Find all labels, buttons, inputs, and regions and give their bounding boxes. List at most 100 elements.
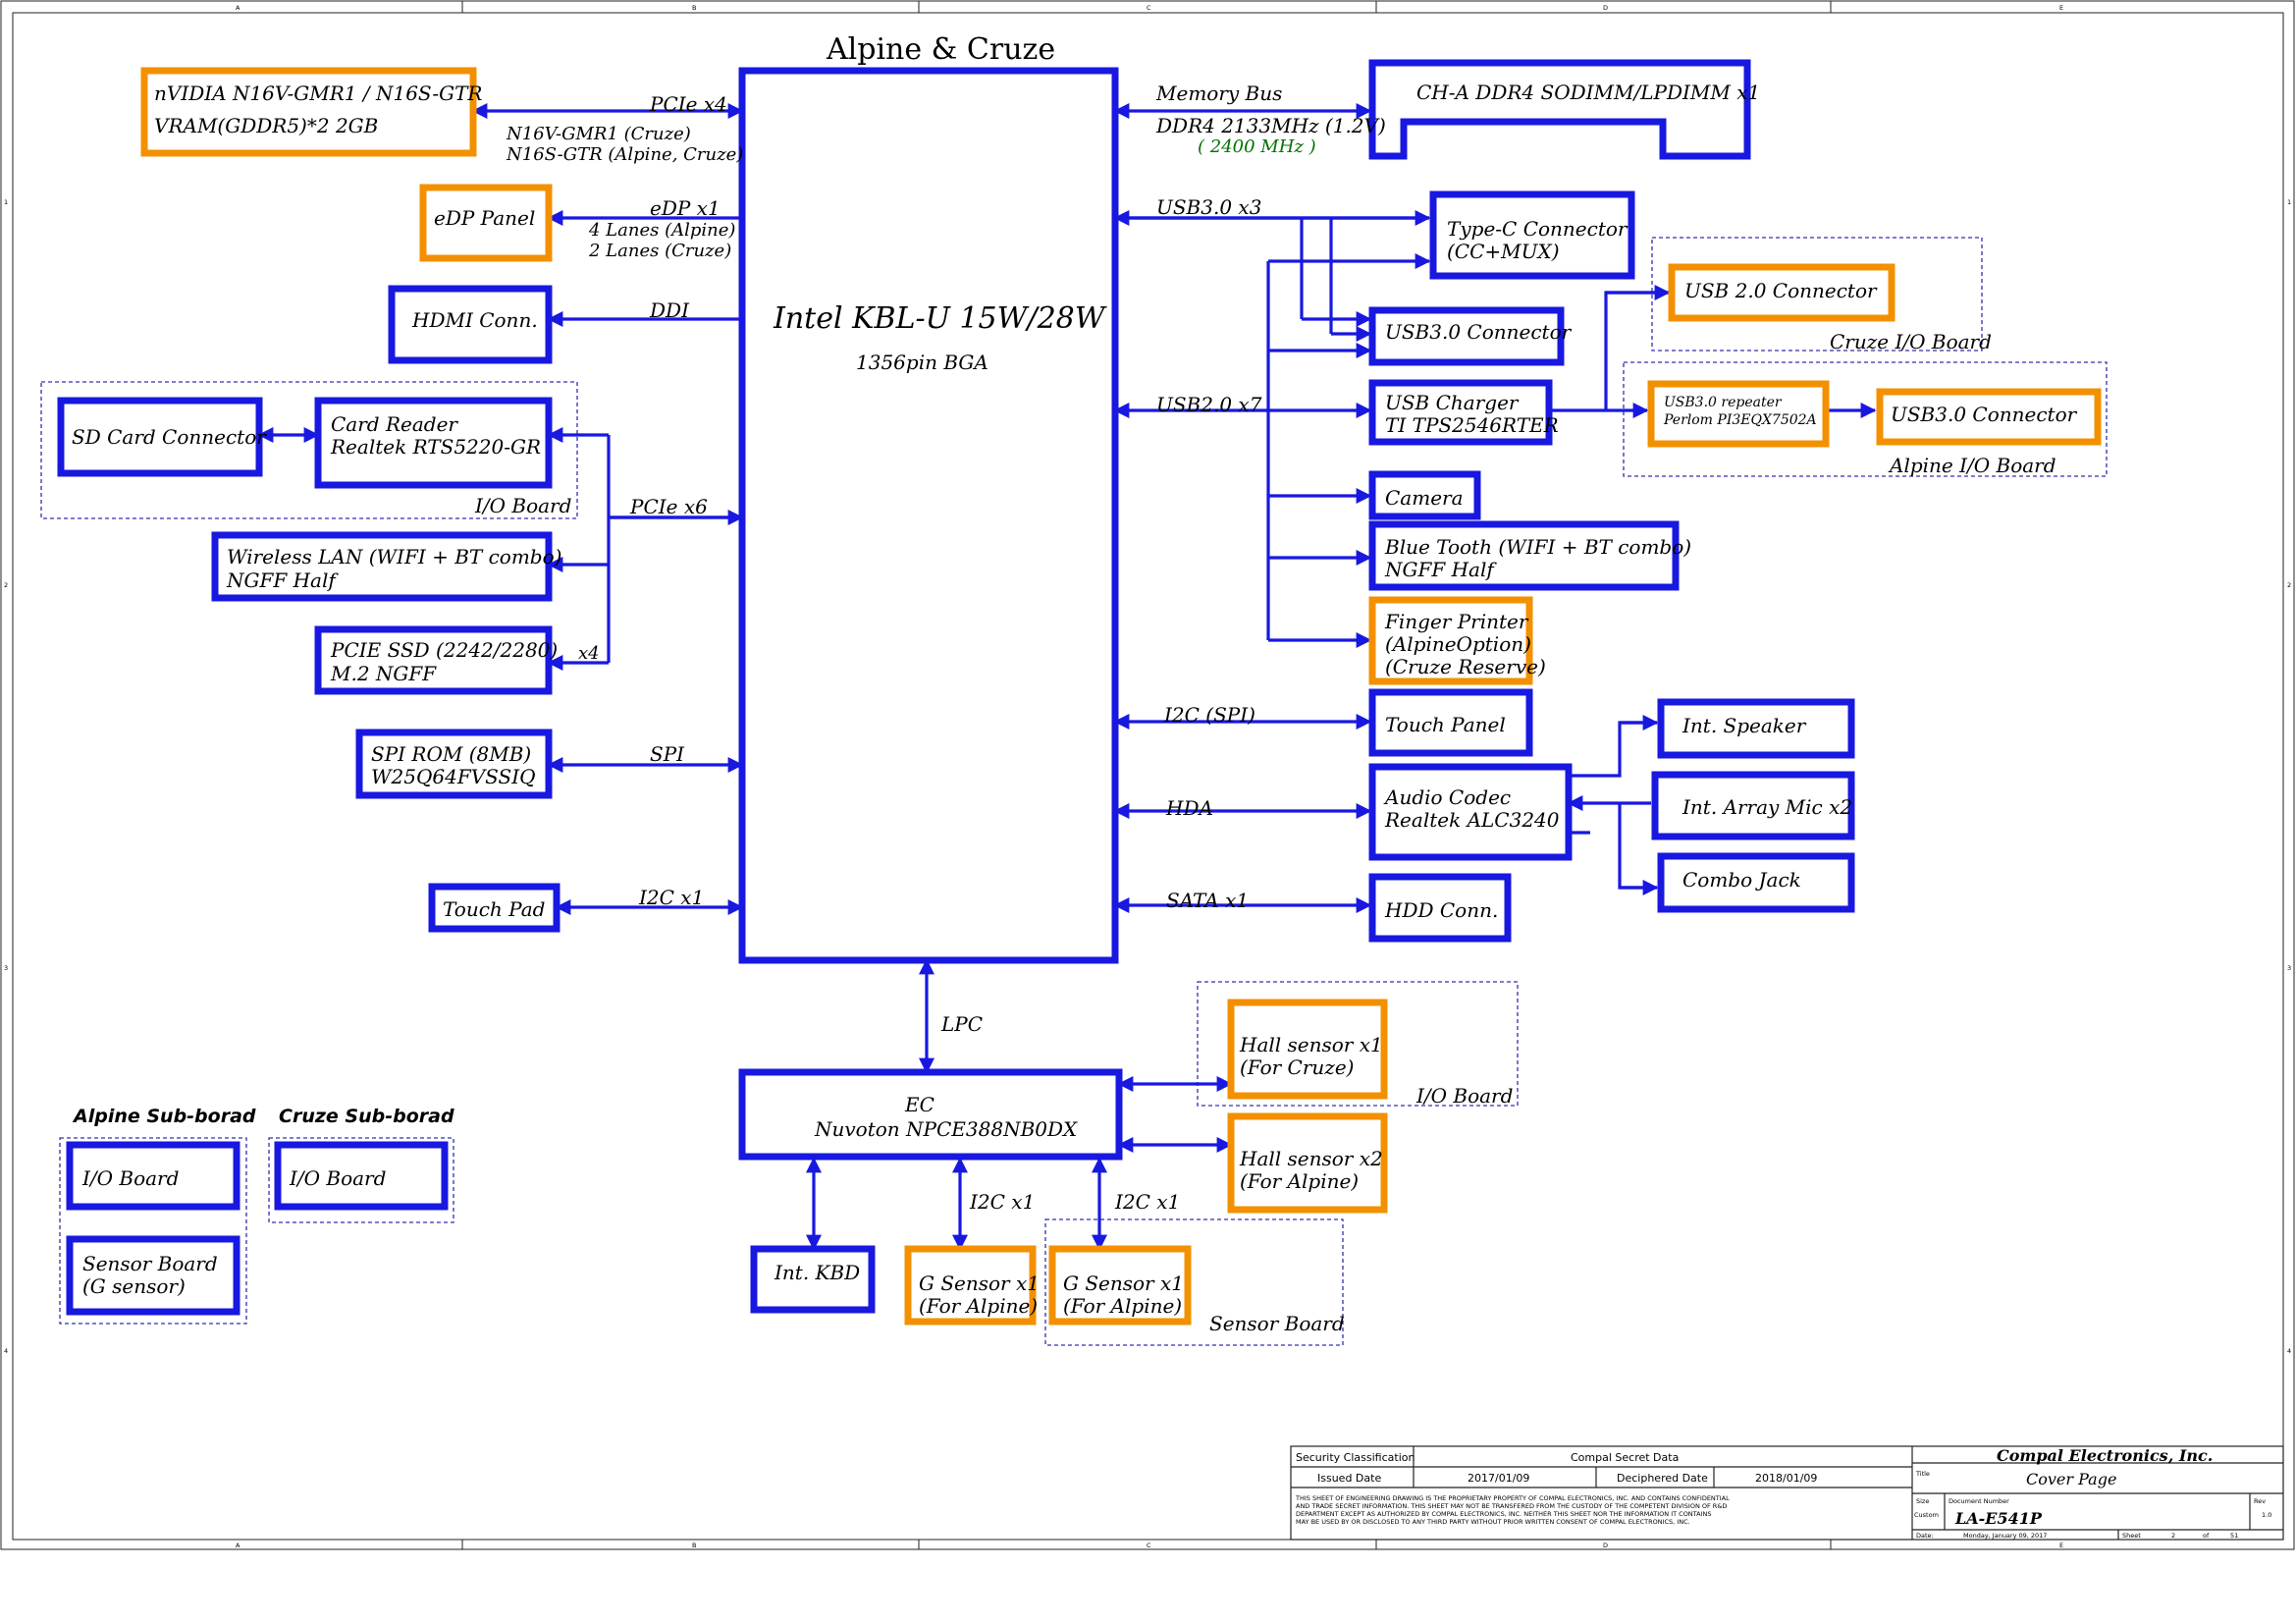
touchpad-label: Touch Pad	[443, 897, 545, 921]
usb-charger-block[interactable]	[1368, 379, 1553, 446]
zone-markers: A B C D E A B C D E 1 2 3 4 1 2 3 4	[4, 1, 2291, 1549]
mic-block[interactable]	[1651, 771, 1855, 840]
legend-cruze-title: Cruze Sub-borad	[279, 1106, 454, 1127]
gpu-line2: VRAM(GDDR5)*2 2GB	[154, 114, 378, 137]
sensor-board-label: Sensor Board	[1209, 1312, 1345, 1335]
spi-rom-block[interactable]	[355, 729, 553, 799]
memory-block[interactable]	[1368, 59, 1751, 160]
memory-label: CH-A DDR4 SODIMM/LPDIMM x1	[1416, 81, 1760, 104]
legend-cruze-io-label: I/O Board	[289, 1166, 386, 1190]
zone-col-e: E	[2059, 4, 2063, 12]
edp-label: eDP Panel	[434, 206, 535, 230]
svg-text:2018/01/09: 2018/01/09	[1755, 1472, 1817, 1485]
hall2-line1: Hall sensor x2	[1239, 1147, 1383, 1170]
svg-text:Compal Secret Data: Compal Secret Data	[1571, 1451, 1679, 1464]
typec-line1: Type-C Connector	[1447, 217, 1629, 241]
bt-line2: NGFF Half	[1384, 558, 1497, 581]
usb3-connector-block[interactable]	[1368, 306, 1565, 366]
i2c1-bus-label: I2C x1	[969, 1190, 1035, 1214]
sata-bus-label: SATA x1	[1166, 889, 1249, 912]
typec-line2: (CC+MUX)	[1447, 240, 1560, 263]
i2c-bus-label: I2C x1	[638, 886, 704, 909]
legend-cruze-io[interactable]	[274, 1141, 449, 1211]
hall2-line2: (For Alpine)	[1240, 1169, 1359, 1193]
finger-line1: Finger Printer	[1384, 610, 1529, 633]
gpu-bus-label: PCIe x4	[649, 92, 727, 116]
touchpad-block[interactable]	[428, 883, 561, 933]
keyboard-block[interactable]	[750, 1245, 876, 1314]
edp-note2: 2 Lanes (Cruze)	[588, 241, 731, 261]
cpu-package: 1356pin BGA	[856, 351, 988, 374]
zone-row-3: 3	[4, 964, 8, 972]
svg-text:Security Classification: Security Classification	[1296, 1451, 1415, 1464]
cpu-block[interactable]	[738, 67, 1119, 964]
gpu-line1: nVIDIA N16V-GMR1 / N16S-GTR	[154, 81, 482, 105]
keyboard-label: Int. KBD	[774, 1261, 860, 1284]
legend-alpine-io[interactable]	[66, 1141, 240, 1211]
spi-line2: W25Q64FVSSIQ	[371, 765, 536, 788]
ec-part: Nuvoton NPCE388NB0DX	[814, 1117, 1078, 1141]
spi-line1: SPI ROM (8MB)	[371, 742, 531, 766]
edp-note1: 4 Lanes (Alpine)	[588, 220, 735, 241]
io-board-group	[40, 381, 578, 519]
zone-row-1: 1	[4, 198, 8, 206]
zone-col-b: B	[692, 4, 696, 12]
combo-jack-label: Combo Jack	[1682, 868, 1801, 892]
legend-alpine-io-label: I/O Board	[81, 1166, 179, 1190]
sd-card-block[interactable]	[57, 397, 263, 477]
hda-bus-label: HDA	[1165, 796, 1213, 820]
speaker-block[interactable]	[1657, 698, 1855, 759]
touch-panel-block[interactable]	[1368, 688, 1533, 757]
legend-alpine-group	[59, 1137, 247, 1325]
gpu-block[interactable]	[140, 67, 477, 157]
cpu-name: Intel KBL-U 15W/28W	[773, 301, 1107, 336]
zone-row-2: 2	[4, 581, 8, 589]
codec-line1: Audio Codec	[1383, 785, 1511, 809]
edp-panel-block[interactable]	[419, 184, 553, 262]
usb3-connector2-block[interactable]	[1876, 388, 2102, 446]
combo-jack-block[interactable]	[1657, 852, 1855, 913]
usb2-connector-block[interactable]	[1668, 263, 1896, 322]
repeater-block[interactable]	[1647, 380, 1830, 448]
hdmi-block[interactable]	[388, 285, 553, 364]
usb3-connector2-label: USB3.0 Connector	[1891, 403, 2078, 426]
camera-label: Camera	[1385, 486, 1464, 510]
audio-codec-block[interactable]	[1368, 763, 1573, 861]
legend-sensor-board[interactable]	[66, 1235, 240, 1316]
svg-text:2017/01/09: 2017/01/09	[1468, 1472, 1529, 1485]
ssd-line1: PCIE SSD (2242/2280)	[330, 638, 558, 662]
gs2-line1: G Sensor x1	[1063, 1271, 1184, 1295]
svg-text:E: E	[2059, 1542, 2063, 1549]
lpc-bus-label: LPC	[940, 1012, 983, 1036]
io-board-label: I/O Board	[474, 494, 571, 517]
hall-io-group	[1197, 981, 1519, 1107]
card-reader-block[interactable]	[314, 397, 553, 489]
typec-block[interactable]	[1429, 190, 1635, 280]
svg-text:DEPARTMENT EXCEPT AS AUTHORIZE: DEPARTMENT EXCEPT AS AUTHORIZED BY COMPA…	[1296, 1510, 1711, 1518]
svg-text:Rev: Rev	[2254, 1497, 2266, 1505]
company-name: Compal Electronics, Inc.	[1997, 1446, 2213, 1465]
svg-text:THIS SHEET OF ENGINEERING DRAW: THIS SHEET OF ENGINEERING DRAWING IS THE…	[1295, 1494, 1730, 1502]
memory-alt-speed: ( 2400 MHz )	[1198, 136, 1316, 157]
gs2-line2: (For Alpine)	[1063, 1294, 1182, 1318]
wlan-block[interactable]	[211, 531, 553, 602]
sd-label: SD Card Connector	[72, 425, 267, 449]
hall-sensor1-block[interactable]	[1227, 999, 1388, 1100]
connections	[257, 103, 1877, 1251]
ssd-block[interactable]	[314, 625, 553, 695]
g-sensor2-block[interactable]	[1048, 1245, 1192, 1325]
reader-line2: Realtek RTS5220-GR	[330, 435, 541, 459]
camera-block[interactable]	[1368, 470, 1481, 520]
svg-text:Document Number: Document Number	[1949, 1497, 2009, 1505]
finger-printer-block[interactable]	[1368, 596, 1533, 685]
g-sensor1-block[interactable]	[904, 1245, 1037, 1325]
i2c2-bus-label: I2C x1	[1114, 1190, 1180, 1214]
hdd-block[interactable]	[1368, 873, 1512, 943]
bluetooth-block[interactable]	[1368, 520, 1680, 591]
hall-sensor2-block[interactable]	[1227, 1112, 1388, 1214]
ec-block[interactable]	[738, 1068, 1123, 1161]
svg-text:Date:: Date:	[1916, 1532, 1934, 1540]
hdd-label: HDD Conn.	[1384, 898, 1498, 922]
alpine-io-group	[1623, 361, 2108, 477]
svg-text:D: D	[1603, 1542, 1608, 1549]
